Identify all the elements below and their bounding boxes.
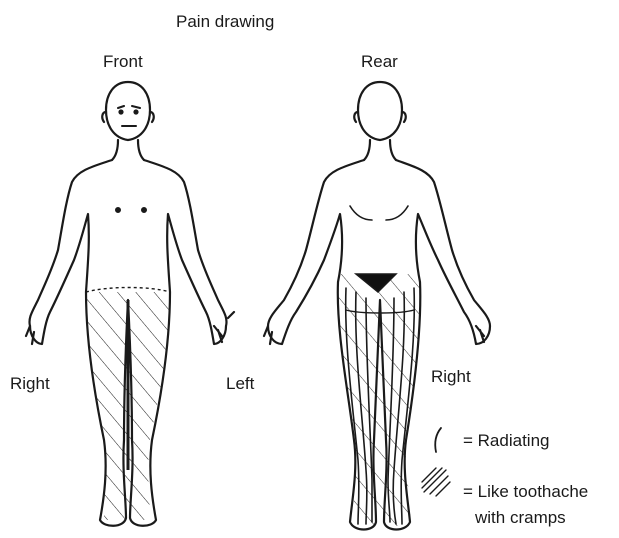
front-right-side-label: Right <box>10 374 50 394</box>
front-face <box>116 106 146 212</box>
legend-toothache-text: = Like toothache <box>463 482 588 502</box>
legend-radiating-text: = Radiating <box>463 431 549 451</box>
page-title: Pain drawing <box>176 12 274 32</box>
rear-legs-hatching <box>330 270 430 532</box>
diagonal-hatch-icon <box>422 468 450 496</box>
front-legs-hatching <box>80 288 176 529</box>
front-view-label: Front <box>103 52 143 72</box>
single-curved-line-icon <box>435 428 441 452</box>
rear-right-side-label: Right <box>431 367 471 387</box>
rear-view-label: Rear <box>361 52 398 72</box>
front-left-side-label: Left <box>226 374 254 394</box>
legend-toothache-text-continued: with cramps <box>475 508 566 528</box>
